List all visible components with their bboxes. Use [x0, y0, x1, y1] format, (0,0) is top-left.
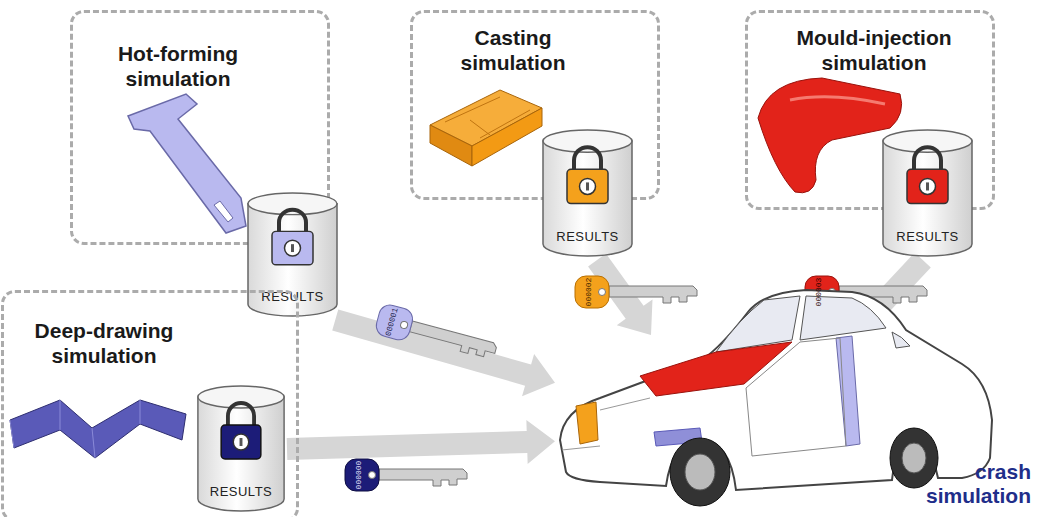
- part-highlight: [790, 97, 885, 104]
- simulation-box: RESULTSMould-injection simulation: [745, 10, 995, 210]
- box-title: Hot-forming simulation: [103, 41, 253, 91]
- flow-arrow: [287, 420, 555, 464]
- box-title: Casting simulation: [443, 25, 583, 75]
- simulation-box: RESULTS Deep-drawing simulation: [1, 290, 299, 517]
- part-hole: [214, 201, 233, 222]
- deep-drawn-part: [10, 400, 186, 458]
- box-title: Mould-injection simulation: [779, 25, 969, 75]
- simulation-box: RESULTSHot-forming simulation: [70, 10, 330, 245]
- results-cylinder: RESULTS: [245, 190, 340, 320]
- results-cylinder: RESULTS: [195, 383, 287, 515]
- results-label: RESULTS: [210, 484, 273, 499]
- crash-car-area: crash simulation: [555, 335, 1035, 512]
- key-icon: [575, 276, 697, 308]
- results-cylinder: RESULTS: [540, 127, 635, 260]
- flow-arrow: [332, 309, 555, 396]
- key-code: 000001: [384, 307, 399, 337]
- results-label: RESULTS: [896, 229, 959, 244]
- box-title: Deep-drawing simulation: [19, 318, 189, 368]
- crash-label: crash simulation: [921, 460, 1031, 508]
- hot-formed-part: [128, 94, 246, 233]
- simulation-box: RESULTSCasting simulation: [410, 10, 660, 200]
- results-label: RESULTS: [556, 229, 619, 244]
- car-illustration: [560, 290, 992, 506]
- key-code: 000002: [585, 278, 593, 307]
- cast-part-side: [430, 125, 472, 166]
- key-icon: [345, 459, 467, 491]
- key-icon: [374, 303, 500, 365]
- part-folds: [10, 400, 140, 458]
- key-code: 000003: [815, 278, 823, 307]
- results-cylinder: RESULTS: [880, 127, 975, 260]
- key-code: 000000: [355, 461, 363, 490]
- cast-part-ribs: [445, 97, 530, 138]
- moulded-part: [758, 78, 902, 193]
